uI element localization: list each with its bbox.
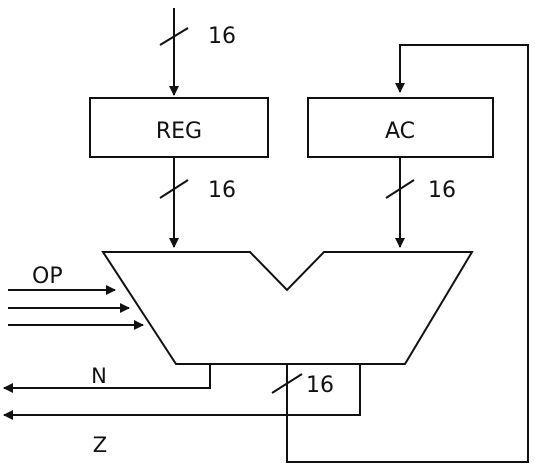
z-flag-label: Z [93, 433, 107, 457]
alu-output-width-slash [271, 373, 303, 394]
ac-to-alu-width-label: 16 [428, 178, 456, 203]
z-flag-wire [3, 364, 361, 420]
reg-register-box [89, 97, 269, 158]
n-flag-wire [3, 364, 211, 393]
input-bus-width-label: 16 [208, 24, 236, 49]
alu-output-feedback-wire [286, 44, 529, 463]
alu-output-width-label: 16 [306, 373, 334, 398]
reg-to-alu-width-label: 16 [208, 178, 236, 203]
ac-to-alu-width-slash [385, 179, 415, 199]
ac-accumulator-box [307, 97, 494, 158]
reg-register-label: REG [156, 119, 202, 144]
reg-to-alu-width-slash [159, 179, 189, 199]
op-control-label: OP [32, 264, 63, 289]
n-flag-label: N [91, 364, 107, 388]
ac-accumulator-label: AC [385, 119, 415, 144]
input-bus-width-slash [159, 27, 189, 46]
alu-shape [101, 251, 474, 365]
